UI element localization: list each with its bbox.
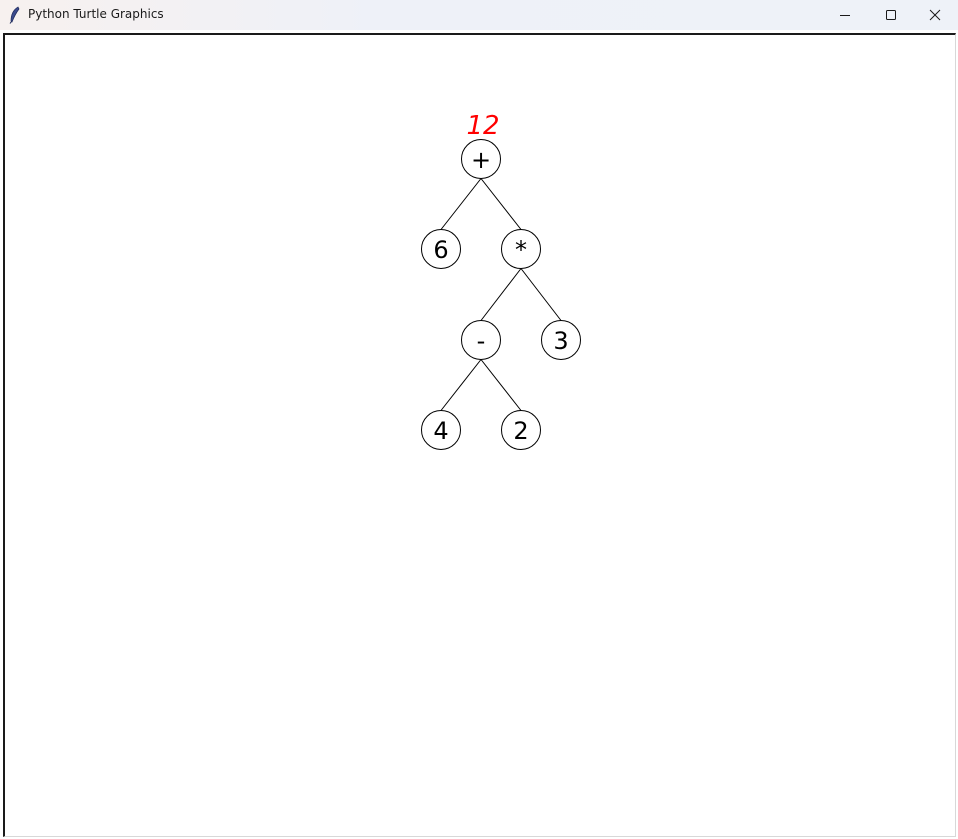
feather-icon [8,6,22,24]
node-label: * [515,236,527,264]
tree-edge-sub-n2 [480,359,522,411]
close-button[interactable] [912,0,958,30]
tree-edge-sub-n4 [440,359,482,411]
tree-edges [440,178,562,411]
tree-node-root: + [461,139,501,179]
tree-node-n4: 4 [421,410,461,450]
node-label: - [477,327,486,355]
minimize-icon [840,15,850,16]
tree-node-n3: 3 [541,320,581,360]
result-value: 12 [466,111,499,141]
node-circle [501,410,541,450]
maximize-button[interactable] [868,0,914,30]
turtle-canvas[interactable]: 12 +6 * - 3 4 2 [3,33,956,837]
tree-node-n2: 2 [501,410,541,450]
window-title: Python Turtle Graphics [28,7,164,21]
node-circle [461,320,501,360]
minimize-button[interactable] [822,0,868,30]
tree-node-mul: * [501,229,541,269]
close-icon [929,9,941,21]
tree-edge-mul-n3 [520,268,562,321]
tree-edge-root-mul [480,178,522,230]
node-circle [421,229,461,269]
title-bar[interactable]: Python Turtle Graphics [0,0,958,30]
node-circle [541,320,581,360]
node-circle [461,139,501,179]
node-label: 3 [553,327,568,355]
node-label: 2 [513,417,528,445]
tree-edge-mul-sub [480,268,522,321]
node-label: 6 [433,236,448,264]
tree-node-n6: 6 [421,229,461,269]
tree-edge-root-n6 [440,178,482,230]
maximize-icon [886,10,896,20]
node-label: 4 [433,417,448,445]
tree-node-sub: - [461,320,501,360]
expression-tree: 12 +6 * - 3 4 2 [421,111,581,450]
node-label: + [471,146,491,174]
node-circle [421,410,461,450]
node-circle [501,229,541,269]
tree-nodes: +6 * - 3 4 2 [421,139,581,450]
